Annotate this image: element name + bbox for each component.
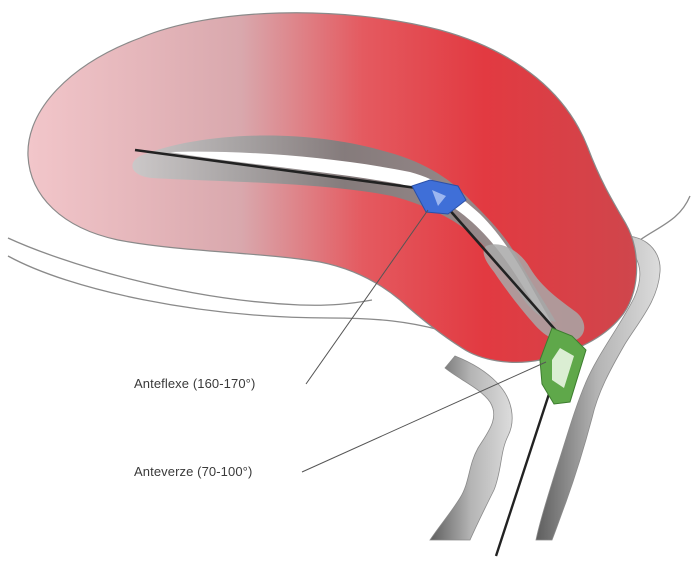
anteflexe-label: Anteflexe (160-170°) (134, 376, 255, 391)
anteverze-label: Anteverze (70-100°) (134, 464, 252, 479)
vaginal-wall-left (430, 356, 512, 540)
posterior-outline (640, 196, 690, 240)
